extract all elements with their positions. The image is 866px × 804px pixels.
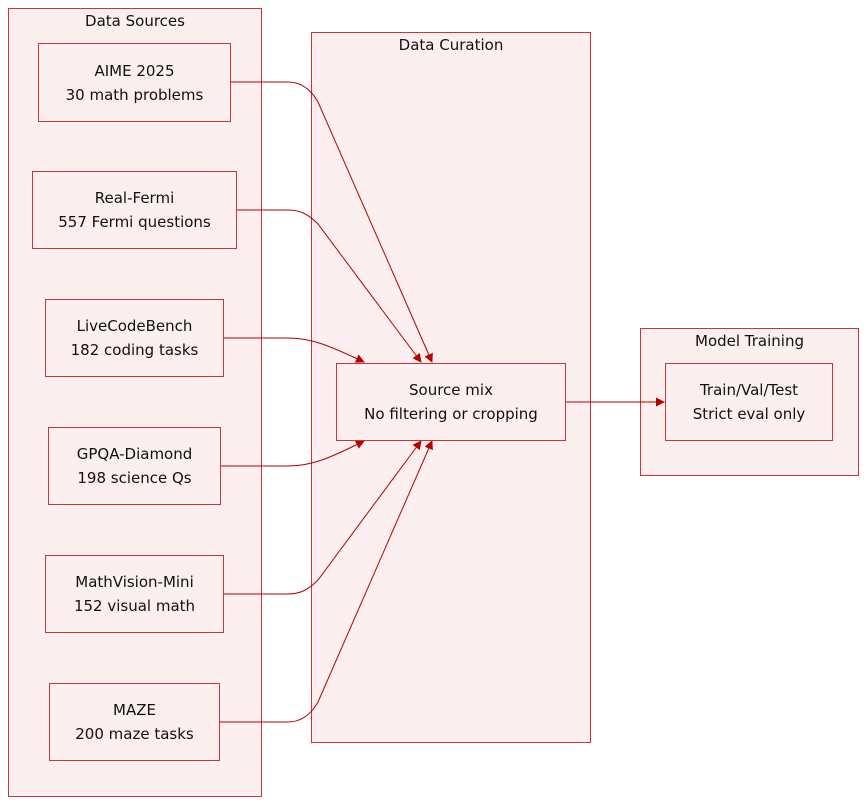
node-mathvision-mini: MathVision-Mini 152 visual math [45,555,224,633]
cluster-title-data-curation: Data Curation [398,36,504,54]
node-aime-title: AIME 2025 [94,61,175,80]
node-mathvision-mini-detail: 152 visual math [73,597,196,615]
node-maze-detail: 200 maze tasks [75,725,194,743]
cluster-title-model-training: Model Training [695,332,804,350]
node-maze: MAZE 200 maze tasks [49,683,220,761]
node-real-fermi: Real-Fermi 557 Fermi questions [32,171,237,249]
node-livecodebench-title: LiveCodeBench [76,317,193,335]
node-real-fermi-title: Real-Fermi [94,189,175,207]
node-mathvision-mini-title: MathVision-Mini [75,573,194,591]
node-source-mix-detail: No filtering or cropping [364,405,538,423]
node-train-val-test-detail: Strict eval only [692,405,806,423]
node-train-val-test: Train/Val/Test Strict eval only [665,363,833,441]
cluster-title-data-sources: Data Sources [85,12,185,30]
node-source-mix: Source mix No filtering or cropping [336,363,566,441]
node-gpqa-diamond: GPQA-Diamond 198 science Qs [48,427,221,505]
cluster-data-sources: Data Sources [8,8,262,797]
node-source-mix-title: Source mix [409,381,493,399]
node-aime: AIME 2025 30 math problems [38,43,231,122]
node-real-fermi-detail: 557 Fermi questions [58,213,211,231]
node-livecodebench-detail: 182 coding tasks [70,341,199,359]
node-gpqa-diamond-detail: 198 science Qs [77,469,192,487]
node-maze-title: MAZE [113,701,156,719]
node-aime-detail: 30 math problems [65,85,204,104]
node-gpqa-diamond-title: GPQA-Diamond [76,445,193,463]
node-livecodebench: LiveCodeBench 182 coding tasks [45,299,224,377]
node-train-val-test-title: Train/Val/Test [699,381,799,399]
